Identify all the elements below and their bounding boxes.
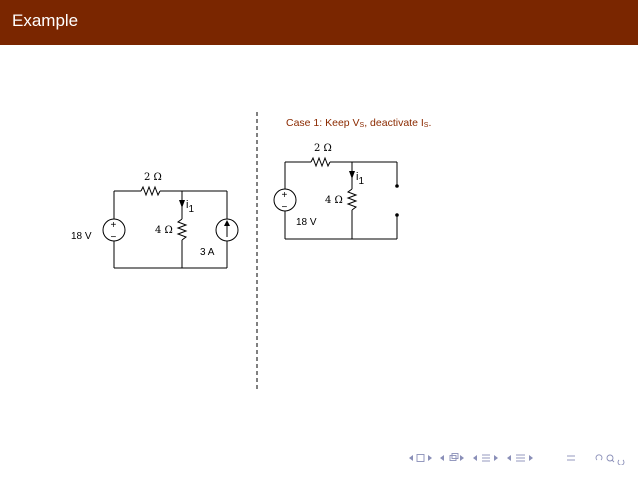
voltage-source-right: [273, 188, 297, 212]
open-terminal-top-right: [395, 184, 399, 188]
resistor-2ohm-left: [140, 185, 161, 197]
label-2ohm-left: 2 Ω: [144, 172, 162, 183]
voltage-minus-left: −: [111, 232, 117, 243]
label-18v-left: 18 V: [71, 231, 92, 242]
label-4ohm-left: 4 Ω: [155, 225, 173, 236]
label-3a-left: 3 A: [200, 247, 215, 258]
case-1-label: Case 1: Keep VS, deactivate IS.: [286, 117, 432, 129]
label-i1-right: i1: [356, 171, 364, 187]
open-terminal-bottom-right: [395, 213, 399, 217]
nav-frame-icon[interactable]: [440, 453, 464, 462]
circuit-right: [284, 156, 398, 240]
circuit-left: [113, 185, 228, 269]
voltage-source-left: [102, 218, 126, 242]
label-4ohm-right: 4 Ω: [325, 195, 343, 206]
voltage-plus-right: +: [282, 190, 288, 201]
slide-title: Example: [12, 11, 79, 30]
nav-search-icon[interactable]: [595, 454, 625, 465]
nav-subsection-icon[interactable]: [507, 454, 533, 462]
resistor-4ohm-right: [346, 188, 358, 211]
current-arrow-right: [349, 171, 355, 179]
beamer-navigation-bar: [409, 453, 625, 465]
label-i1-left: i1: [186, 199, 194, 215]
label-18v-right: 18 V: [296, 217, 317, 228]
voltage-minus-right: −: [282, 202, 288, 213]
current-arrow-left: [179, 200, 185, 208]
voltage-plus-left: +: [111, 220, 117, 231]
resistor-2ohm-right: [310, 156, 331, 168]
nav-section-icon[interactable]: [473, 454, 498, 462]
label-2ohm-right: 2 Ω: [314, 143, 332, 154]
nav-align-icon[interactable]: [567, 455, 575, 461]
resistor-4ohm-left: [176, 218, 188, 241]
nav-slide-icon[interactable]: [409, 454, 432, 462]
slide-title-bar: Example: [0, 0, 638, 45]
